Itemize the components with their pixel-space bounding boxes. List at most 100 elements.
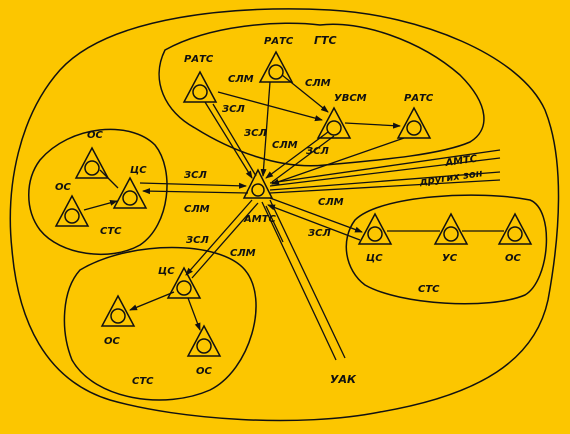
link-amts-cs-right-1 xyxy=(269,197,363,233)
station-uvsm xyxy=(316,106,352,139)
line-label-slm-3: СЛМ xyxy=(272,140,298,151)
rats-top-station-icon xyxy=(258,50,294,83)
link-amts-uak-3 xyxy=(265,205,284,243)
link-rats-left-amts-2 xyxy=(212,103,257,177)
station-amts xyxy=(242,168,274,199)
station-os-left-top xyxy=(74,146,110,179)
us-right-node-circle xyxy=(443,226,459,242)
station-us-right xyxy=(433,212,469,245)
rats-top-node-circle xyxy=(268,64,284,80)
amts-station-icon xyxy=(242,168,274,199)
line-label-zsl-3: ЗСЛ xyxy=(306,146,329,157)
station-cs-bottom xyxy=(166,266,202,299)
label-sts-bottom: СТС xyxy=(132,376,154,387)
cs-bottom-node-circle xyxy=(176,280,192,296)
link-amts-other-1 xyxy=(269,149,501,184)
rats-left-node-circle xyxy=(192,84,208,100)
label-other-zones-2: других зон xyxy=(418,168,483,188)
cs-bottom-station-icon xyxy=(166,266,202,299)
outer-zone-boundary xyxy=(9,8,560,422)
os-bottom-right-node-circle xyxy=(196,338,212,354)
os-left-bottom-node-circle xyxy=(64,208,80,224)
link-os-lb-cs xyxy=(83,199,118,211)
link-amts-uak-2 xyxy=(269,199,346,359)
cs-right-node-circle xyxy=(367,226,383,242)
station-cs-left xyxy=(112,176,148,209)
station-rats-left xyxy=(182,70,218,103)
label-uak: УАК xyxy=(330,373,357,386)
station-os-bottom-right xyxy=(186,324,222,357)
station-os-left-bottom xyxy=(54,194,90,227)
os-left-top-node-circle xyxy=(84,160,100,176)
os-bottom-left-station-icon xyxy=(100,294,136,327)
label-sts-right: СТС xyxy=(418,284,440,295)
os-right-station-icon xyxy=(497,212,533,245)
link-rats-left-amts xyxy=(204,101,253,179)
line-label-zsl-4: ЗСЛ xyxy=(184,170,207,181)
sts-bottom-zone-boundary xyxy=(63,246,257,401)
link-amts-uak-1 xyxy=(261,201,337,361)
amts-node-circle xyxy=(251,183,265,197)
line-label-zsl-2: ЗСЛ xyxy=(244,128,267,139)
label-rats-right: РАТС xyxy=(404,93,434,104)
link-rats-top-uvsm xyxy=(281,74,329,113)
os-left-bottom-station-icon xyxy=(54,194,90,227)
os-bottom-right-station-icon xyxy=(186,324,222,357)
cs-left-node-circle xyxy=(122,190,138,206)
label-rats-top: РАТС xyxy=(264,36,294,47)
link-amts-other-2 xyxy=(269,157,501,187)
label-os-bottom-left: ОС xyxy=(104,336,121,347)
sts-left-zone-boundary xyxy=(28,128,168,256)
label-amts: АМТС xyxy=(243,214,277,225)
label-uvsm: УВСМ xyxy=(334,93,367,104)
label-cs-right: ЦС xyxy=(366,253,383,264)
label-cs-bottom: ЦС xyxy=(158,266,175,277)
label-rats-left: РАТС xyxy=(184,54,214,65)
line-label-slm-6: СЛМ xyxy=(230,248,256,259)
station-rats-top xyxy=(258,50,294,83)
os-bottom-left-node-circle xyxy=(110,308,126,324)
station-os-right xyxy=(497,212,533,245)
rats-right-station-icon xyxy=(396,106,432,139)
link-rats-right-amts xyxy=(271,137,405,185)
station-cs-right xyxy=(357,212,393,245)
link-rats-top-amts xyxy=(260,81,271,177)
cs-right-station-icon xyxy=(357,212,393,245)
line-label-slm-5: СЛМ xyxy=(318,197,344,208)
label-gts-zone: ГТС xyxy=(314,34,337,47)
link-amts-other-3 xyxy=(269,171,501,191)
sts-right-zone-boundary xyxy=(345,194,548,305)
line-label-slm-2: СЛМ xyxy=(305,78,331,89)
link-amts-other-4 xyxy=(269,179,501,194)
os-left-top-station-icon xyxy=(74,146,110,179)
line-label-slm-4: СЛМ xyxy=(184,204,210,215)
link-amts-cs-bottom-1 xyxy=(185,199,253,276)
link-uvsm-rats-right xyxy=(344,122,401,129)
link-amts-cs-bottom-2 xyxy=(191,202,259,279)
link-uvsm-amts-2 xyxy=(271,135,335,183)
label-us-right: УС xyxy=(442,253,458,264)
label-os-left-bottom: ОС xyxy=(55,182,72,193)
link-cs-left-amts-1 xyxy=(139,182,247,189)
line-label-zsl-6: ЗСЛ xyxy=(186,235,209,246)
os-right-node-circle xyxy=(507,226,523,242)
label-os-bottom-right: ОС xyxy=(196,366,213,377)
label-other-zones-1: АМТС xyxy=(444,154,479,170)
link-uvsm-amts-1 xyxy=(265,131,329,179)
link-amts-cs-right-2 xyxy=(267,204,361,241)
uvsm-node-circle xyxy=(326,120,342,136)
line-label-slm-1: СЛМ xyxy=(228,74,254,85)
connections xyxy=(83,74,504,361)
rats-right-node-circle xyxy=(406,120,422,136)
station-os-bottom-left xyxy=(100,294,136,327)
link-os-lt-cs xyxy=(99,169,119,189)
line-label-zsl-5: ЗСЛ xyxy=(308,228,331,239)
link-rats-left-uvsm xyxy=(217,91,323,122)
label-os-right: ОС xyxy=(505,253,522,264)
station-rats-right xyxy=(396,106,432,139)
link-cs-os-bl xyxy=(129,291,175,311)
link-cs-left-amts-2 xyxy=(142,188,249,195)
uvsm-station-icon xyxy=(316,106,352,139)
line-label-zsl-1: ЗСЛ xyxy=(222,104,245,115)
